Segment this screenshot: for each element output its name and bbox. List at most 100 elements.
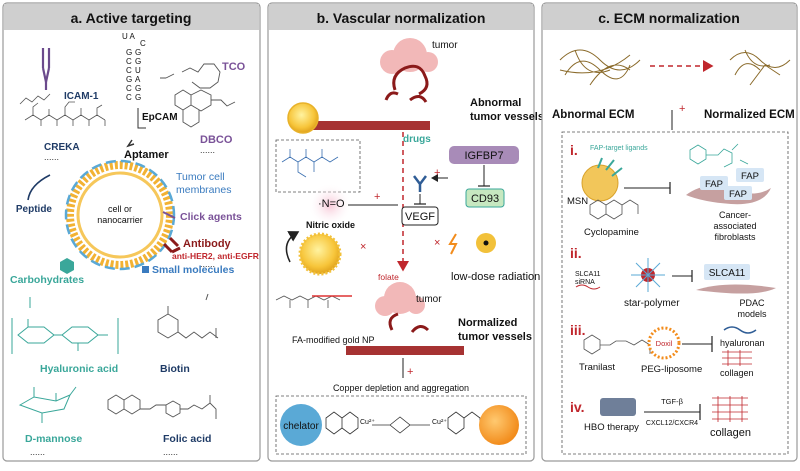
dbco-label: DBCO [200, 134, 233, 146]
cd93-box [465, 188, 505, 208]
small-molecules-label: Small molecules [152, 264, 234, 276]
fap-label-2: FAP [741, 171, 759, 182]
antibody-label: Antibody [183, 238, 232, 250]
panel-c-header [543, 4, 796, 30]
igfbp7-box [449, 146, 519, 164]
panel-a-header [4, 4, 259, 30]
carbohydrates-label: Carbohydrates [10, 274, 84, 286]
fap-box-1 [700, 176, 728, 190]
copper-gold-np-icon [479, 405, 519, 445]
tumor-membranes-line2: membranes [176, 184, 231, 196]
sirna-line2: siRNA [575, 279, 595, 286]
tumor-bottom-label: tumor [416, 294, 442, 305]
collagen-icon-1 [722, 350, 752, 366]
pdac-cell-icon [696, 284, 776, 294]
creka-label: CREKA [44, 142, 80, 153]
collagen-label-2: collagen [710, 427, 751, 439]
star-polymer-icon [631, 258, 665, 292]
cell-nano-line1: cell or [108, 204, 132, 214]
vegf-box [401, 206, 439, 226]
nanocarrier-icon [64, 159, 176, 271]
no-plus: + [374, 191, 380, 203]
folic-structure-icon [107, 394, 217, 419]
hyaluronan-icon [723, 326, 757, 334]
nitric-oxide-label: Nitric oxide [306, 220, 355, 230]
peg-liposome-icon [647, 326, 681, 360]
antibody-icon [162, 236, 181, 254]
normal-vessel-icon [346, 346, 464, 355]
copper-plus: + [407, 366, 413, 378]
aptamer-seq-9: A [135, 75, 141, 84]
aptamer-seq-10: C [126, 84, 132, 93]
fap-label-3: FAP [729, 189, 747, 200]
abnormal-tumor-icon [380, 38, 438, 103]
normalized-vessels-line1: Normalized [458, 317, 517, 329]
cxcl-label: CXCL12/CXCR4 [646, 420, 698, 427]
aptamer-seq-11: G [135, 84, 141, 93]
aptamer-seq-13: G [135, 93, 141, 102]
folic-label: Folic acid [163, 433, 211, 445]
fap-ligands-label: FAP-target ligands [590, 145, 648, 152]
radiation-x: × [434, 237, 440, 249]
strategy-iii-label: iii. [570, 322, 586, 338]
aptamer-label: Aptamer [124, 149, 169, 161]
tumor-membranes-line1: Tumor cell [176, 171, 225, 183]
panel-b-title: b. Vascular normalization [317, 10, 486, 26]
caf-line3: fibroblasts [714, 232, 756, 242]
epcam-label: EpCAM [142, 112, 178, 123]
abnormal-vessel-icon [310, 121, 430, 130]
hyaluronic-label: Hyaluronic acid [40, 363, 118, 375]
hyaluronic-structure-icon [11, 318, 119, 354]
click-agents-label: Click agents [180, 211, 242, 223]
tumor-top-label: tumor [432, 40, 458, 51]
ecm-plus: + [679, 103, 685, 115]
tco-label: TCO [222, 61, 246, 73]
aptamer-seq-0: U A [122, 32, 136, 41]
carbohydrate-icon [60, 258, 74, 274]
gold-np-icon [298, 232, 342, 276]
small-molecule-icon [142, 266, 149, 273]
no-donor-structure-icon [281, 149, 339, 178]
msn-ligands-icon [597, 157, 623, 177]
icam-label: ICAM-1 [64, 91, 99, 102]
fap-label-1: FAP [705, 179, 723, 190]
igfbp7-plus: + [434, 167, 440, 179]
abnormal-ecm-label: Abnormal ECM [552, 109, 634, 121]
cyclopamine-label: Cyclopamine [584, 227, 639, 238]
normal-tumor-icon [375, 282, 430, 333]
caf-line2: associated [713, 221, 756, 231]
creka-structure-icon [19, 93, 106, 126]
no-glow-icon [308, 183, 352, 227]
aptamer-seq-12: C [126, 93, 132, 102]
vegf-receptor-icon [413, 175, 427, 192]
radiation-center-icon [483, 240, 489, 246]
tranilast-label: Tranilast [579, 362, 615, 373]
panel-c-title: c. ECM normalization [598, 10, 740, 26]
hbo-chamber-icon [600, 398, 636, 416]
strategy-i-label: i. [570, 142, 578, 158]
panel-b-header [269, 4, 533, 30]
msn-label: MSN [567, 196, 588, 207]
cyclopamine-structure-icon [589, 199, 639, 220]
panel-c: c. ECM normalization Abnormal ECM Normal… [541, 2, 798, 462]
doxil-label: Doxil [656, 339, 673, 348]
aptamer-pointer-icon [126, 139, 135, 148]
aptamer-seq-6: C [126, 66, 132, 75]
pdac-line1: PDAC [739, 298, 765, 308]
panel-a-title: a. Active targeting [71, 10, 192, 26]
mannose-structure-icon [18, 386, 77, 423]
lowdose-label: low-dose radiation [451, 271, 540, 283]
panel-b: b. Vascular normalization tumor Abnormal… [267, 2, 544, 462]
vegf-label: VEGF [405, 211, 435, 223]
creka-dots: ...... [44, 152, 59, 162]
folic-dots: ...... [163, 447, 178, 457]
peg-label: PEG-liposome [641, 364, 702, 375]
abnormal-vessels-line2: tumor vessels [470, 111, 544, 123]
aptamer-seq-4: C [126, 57, 132, 66]
cell-nano-line2: nanocarrier [97, 215, 143, 225]
sirna-line1: SLCA11 [575, 271, 601, 278]
normalized-ecm-icon [729, 49, 791, 86]
antibody-sub-label: anti-HER2, anti-EGFR [172, 251, 259, 261]
panel-a: a. Active targeting ICAM-1 CREKA ...... … [2, 2, 261, 462]
